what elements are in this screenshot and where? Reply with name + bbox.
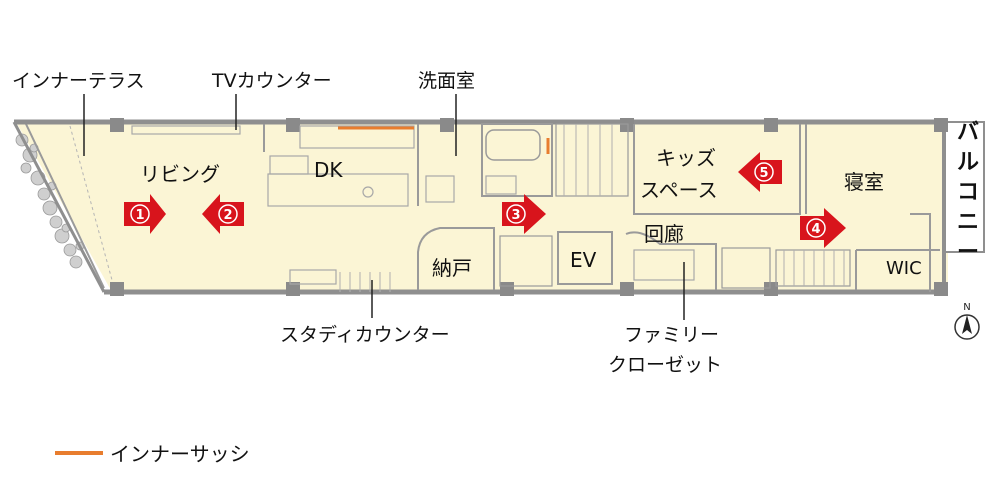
balcony-char: コ (956, 180, 979, 205)
study-counter-label: スタディカウンター (280, 324, 450, 346)
view-marker-4: 4 (800, 208, 846, 248)
compass-label: N (963, 302, 970, 313)
stair-treads (339, 124, 845, 292)
kitchen-island (267, 173, 409, 207)
callout-leaders (83, 94, 685, 320)
outer-walls (12, 119, 946, 295)
terrace-rail-inner (69, 125, 113, 281)
dining-table (269, 155, 309, 175)
storage-label: 納戸 (432, 256, 472, 280)
view-marker-5-label: 5 (759, 166, 768, 181)
legend-label: インナーサッシ (110, 442, 250, 466)
corridor-label: 回廊 (644, 222, 684, 246)
planting-strip (15, 133, 85, 269)
north-compass-icon: N (954, 302, 980, 340)
wic-label: WIC (886, 258, 922, 279)
kitchen-counter (299, 125, 415, 149)
balcony-char: ニ (956, 210, 979, 235)
kids-space-label-line1: キッズ (656, 146, 716, 170)
inner-sash-lines (338, 126, 550, 154)
inner-terrace-label: インナーテラス (12, 70, 145, 92)
kids-space-label-line2: スペース (640, 178, 718, 202)
balcony-label: バ ル コ ニ ー (952, 118, 984, 268)
dk-label: DK (314, 158, 343, 182)
family-closet-label-line1: ファミリー (624, 324, 720, 346)
living-label: リビング (140, 162, 220, 186)
view-marker-1-label: 1 (135, 208, 144, 223)
terrace-rail (25, 123, 105, 289)
ev-label: EV (570, 248, 597, 272)
study-counter (289, 269, 337, 285)
view-marker-2-label: 2 (223, 208, 232, 223)
legend-swatch (55, 451, 103, 455)
balcony-char: ル (956, 150, 979, 175)
washroom-label: 洗面室 (418, 70, 476, 92)
view-marker-5: 5 (738, 152, 782, 192)
balcony-area (943, 121, 985, 253)
interior-walls (263, 123, 940, 292)
view-marker-3: 3 (502, 194, 546, 234)
balcony-char: ー (956, 240, 979, 265)
view-marker-3-label: 3 (511, 208, 520, 223)
family-closet-label-line2: クローゼット (608, 354, 723, 376)
tv-counter (131, 125, 241, 135)
view-marker-1: 1 (124, 194, 166, 234)
bedroom-label: 寝室 (844, 170, 884, 194)
view-marker-2: 2 (202, 194, 244, 234)
view-marker-4-label: 4 (811, 222, 820, 237)
balcony-char: バ (956, 120, 979, 145)
tv-counter-label: TVカウンター (212, 70, 332, 92)
furniture (131, 125, 695, 285)
